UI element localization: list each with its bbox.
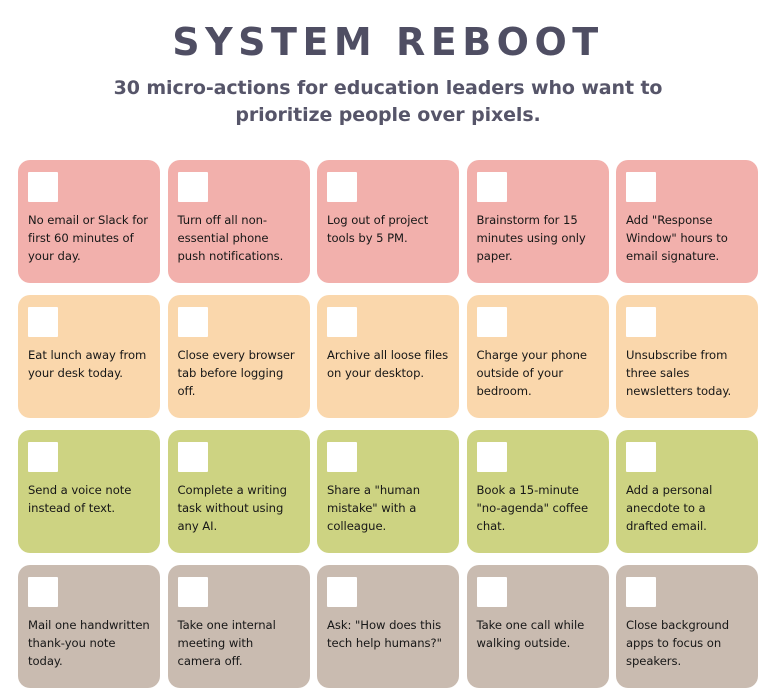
action-card[interactable]: Turn off all non-essential phone push no… xyxy=(167,160,310,283)
action-card-text: Take one internal meeting with camera of… xyxy=(177,618,276,668)
action-card-text: Archive all loose files on your desktop. xyxy=(327,348,449,380)
checkbox-icon[interactable] xyxy=(28,172,58,202)
action-card[interactable]: Book a 15-minute "no-agenda" coffee chat… xyxy=(466,430,609,553)
action-card-text: Log out of project tools by 5 PM. xyxy=(327,213,429,245)
subtitle-line-1: 30 micro-actions for education leaders w… xyxy=(113,76,663,99)
action-card[interactable]: Log out of project tools by 5 PM. xyxy=(317,160,459,283)
action-card[interactable]: Take one call while walking outside. xyxy=(466,565,609,688)
poster-subtitle: 30 micro-actions for education leaders w… xyxy=(83,75,693,129)
checkbox-icon[interactable] xyxy=(177,307,208,337)
action-card-text: Eat lunch away from your desk today. xyxy=(28,348,147,380)
checkbox-icon[interactable] xyxy=(327,307,357,337)
checkbox-icon[interactable] xyxy=(28,577,58,607)
action-card[interactable]: Close background apps to focus on speake… xyxy=(616,565,758,688)
checkbox-icon[interactable] xyxy=(476,172,507,202)
action-card[interactable]: Mail one handwritten thank-you note toda… xyxy=(18,565,160,688)
action-card-text: Book a 15-minute "no-agenda" coffee chat… xyxy=(476,483,589,533)
checkbox-icon[interactable] xyxy=(626,172,656,202)
checkbox-icon[interactable] xyxy=(28,442,58,472)
action-card-text: Complete a writing task without using an… xyxy=(177,483,287,533)
checkbox-icon[interactable] xyxy=(626,442,656,472)
action-card[interactable]: Complete a writing task without using an… xyxy=(167,430,310,553)
action-card[interactable]: Archive all loose files on your desktop. xyxy=(317,295,459,418)
checkbox-icon[interactable] xyxy=(626,577,656,607)
action-card-text: Close background apps to focus on speake… xyxy=(626,618,730,668)
action-card-text: Close every browser tab before logging o… xyxy=(177,348,295,398)
checkbox-icon[interactable] xyxy=(327,577,357,607)
action-card[interactable]: Take one internal meeting with camera of… xyxy=(167,565,310,688)
action-card-text: Share a "human mistake" with a colleague… xyxy=(327,483,421,533)
action-card[interactable]: Close every browser tab before logging o… xyxy=(167,295,310,418)
action-card[interactable]: Ask: "How does this tech help humans?" xyxy=(317,565,459,688)
action-card[interactable]: Add "Response Window" hours to email sig… xyxy=(616,160,758,283)
action-card[interactable]: Eat lunch away from your desk today. xyxy=(18,295,160,418)
action-card-text: Take one call while walking outside. xyxy=(476,618,585,650)
checkbox-icon[interactable] xyxy=(177,442,208,472)
action-card-text: Mail one handwritten thank-you note toda… xyxy=(28,618,150,668)
subtitle-line-2: prioritize people over pixels. xyxy=(235,103,541,126)
action-card-text: Unsubscribe from three sales newsletters… xyxy=(626,348,732,398)
action-card-text: Send a voice note instead of text. xyxy=(28,483,132,515)
action-card-text: Add a personal anecdote to a drafted ema… xyxy=(626,483,713,533)
page-title: SYSTEM REBOOT xyxy=(172,20,604,64)
action-card[interactable]: Send a voice note instead of text. xyxy=(18,430,160,553)
action-card[interactable]: Unsubscribe from three sales newsletters… xyxy=(616,295,758,418)
action-card-text: Turn off all non-essential phone push no… xyxy=(177,213,284,263)
action-card-text: Add "Response Window" hours to email sig… xyxy=(626,213,728,263)
checkbox-icon[interactable] xyxy=(626,307,656,337)
action-card[interactable]: Add a personal anecdote to a drafted ema… xyxy=(616,430,758,553)
checkbox-icon[interactable] xyxy=(177,172,208,202)
action-card-text: Brainstorm for 15 minutes using only pap… xyxy=(476,213,586,263)
action-card-text: No email or Slack for first 60 minutes o… xyxy=(28,213,149,263)
action-card[interactable]: No email or Slack for first 60 minutes o… xyxy=(18,160,160,283)
checkbox-icon[interactable] xyxy=(28,307,58,337)
action-card-text: Ask: "How does this tech help humans?" xyxy=(327,618,442,650)
action-card-text: Charge your phone outside of your bedroo… xyxy=(476,348,588,398)
action-card[interactable]: Charge your phone outside of your bedroo… xyxy=(466,295,609,418)
poster-header: SYSTEM REBOOT 30 micro-actions for educa… xyxy=(0,0,776,129)
action-card[interactable]: Share a "human mistake" with a colleague… xyxy=(317,430,459,553)
checkbox-icon[interactable] xyxy=(476,307,507,337)
checkbox-icon[interactable] xyxy=(327,172,357,202)
action-card[interactable]: Brainstorm for 15 minutes using only pap… xyxy=(466,160,609,283)
checkbox-icon[interactable] xyxy=(177,577,208,607)
checkbox-icon[interactable] xyxy=(327,442,357,472)
checkbox-icon[interactable] xyxy=(476,442,507,472)
action-card-grid: No email or Slack for first 60 minutes o… xyxy=(18,160,758,688)
checkbox-icon[interactable] xyxy=(476,577,507,607)
